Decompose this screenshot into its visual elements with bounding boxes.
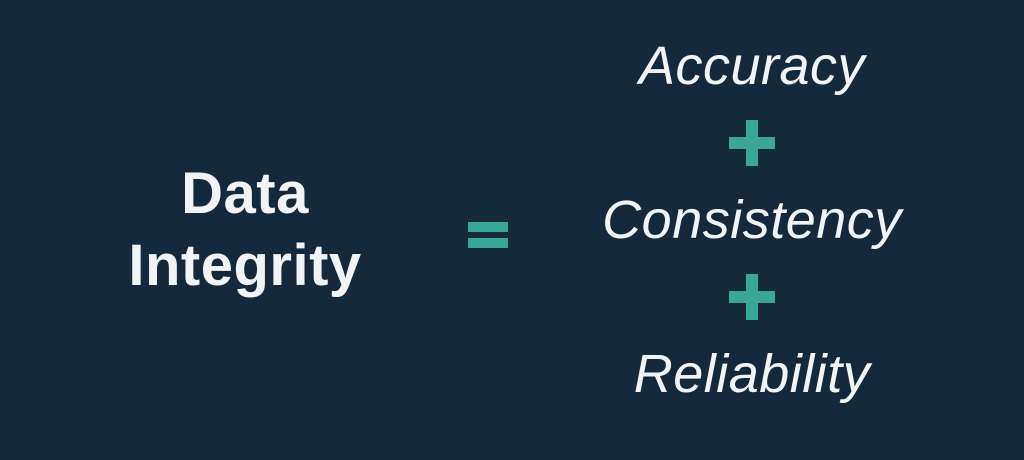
- term-accuracy: Accuracy: [638, 36, 866, 96]
- equation-right-side: Accuracy + Consistency + Reliability: [520, 0, 984, 460]
- plus-icon: +: [729, 274, 775, 320]
- title-line-2: Integrity: [128, 233, 362, 298]
- plus-vertical-bar: [746, 120, 758, 166]
- plus-icon: +: [729, 120, 775, 166]
- term-consistency: Consistency: [602, 190, 902, 250]
- equals-bottom-bar: [468, 238, 508, 248]
- plus-symbol-text: +: [729, 120, 730, 121]
- equals-icon: =: [468, 222, 508, 248]
- data-integrity-title: Data Integrity: [128, 158, 361, 302]
- equation-left-side: Data Integrity: [0, 0, 490, 460]
- title-line-1: Data: [181, 161, 309, 226]
- equals-top-bar: [468, 222, 508, 232]
- plus-symbol-text: +: [729, 274, 730, 275]
- plus-vertical-bar: [746, 274, 758, 320]
- term-reliability: Reliability: [633, 344, 871, 404]
